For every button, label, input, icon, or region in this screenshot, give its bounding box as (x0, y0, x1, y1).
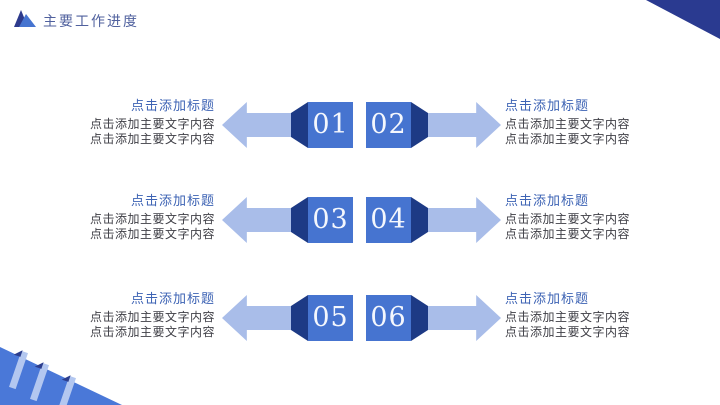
process-row-2: 点击添加标题 点击添加主要文字内容 点击添加主要文字内容 03 04 点击添加标… (0, 194, 720, 243)
right-text-placeholder[interactable]: 点击添加标题 点击添加主要文字内容 点击添加主要文字内容 (505, 292, 685, 340)
placeholder-body-line[interactable]: 点击添加主要文字内容 (89, 310, 215, 324)
left-arrow-shape (222, 295, 291, 341)
placeholder-body-line[interactable]: 点击添加主要文字内容 (89, 212, 215, 226)
right-connector-shape (411, 197, 428, 243)
process-row-3: 点击添加标题 点击添加主要文字内容 点击添加主要文字内容 05 06 点击添加标… (0, 292, 720, 341)
left-connector-shape (291, 197, 308, 243)
placeholder-title[interactable]: 点击添加标题 (130, 99, 215, 114)
right-text-placeholder[interactable]: 点击添加标题 点击添加主要文字内容 点击添加主要文字内容 (505, 194, 685, 242)
left-text-placeholder[interactable]: 点击添加标题 点击添加主要文字内容 点击添加主要文字内容 (35, 292, 215, 340)
placeholder-body-line[interactable]: 点击添加主要文字内容 (505, 212, 631, 226)
placeholder-body-line[interactable]: 点击添加主要文字内容 (89, 227, 215, 241)
placeholder-title[interactable]: 点击添加标题 (130, 292, 215, 307)
right-connector-shape (411, 102, 428, 148)
placeholder-body-line[interactable]: 点击添加主要文字内容 (505, 227, 631, 241)
number-box-05: 05 (308, 295, 353, 341)
left-connector-shape (291, 295, 308, 341)
number-box-06: 06 (366, 295, 411, 341)
right-text-placeholder[interactable]: 点击添加标题 点击添加主要文字内容 点击添加主要文字内容 (505, 99, 685, 147)
mountain-icon (14, 10, 36, 31)
placeholder-body-line[interactable]: 点击添加主要文字内容 (505, 310, 631, 324)
placeholder-title[interactable]: 点击添加标题 (505, 194, 590, 209)
number-box-02: 02 (366, 102, 411, 148)
slide-header: 主要工作进度 (14, 10, 139, 31)
right-arrow-shape (428, 197, 501, 243)
process-row-1: 点击添加标题 点击添加主要文字内容 点击添加主要文字内容 01 02 点击添加标… (0, 99, 720, 148)
placeholder-body-line[interactable]: 点击添加主要文字内容 (505, 325, 631, 339)
slide-title: 主要工作进度 (43, 13, 139, 30)
placeholder-body-line[interactable]: 点击添加主要文字内容 (89, 132, 215, 146)
placeholder-title[interactable]: 点击添加标题 (130, 194, 215, 209)
placeholder-body-line[interactable]: 点击添加主要文字内容 (505, 117, 631, 131)
right-arrow-shape (428, 102, 501, 148)
placeholder-title[interactable]: 点击添加标题 (505, 292, 590, 307)
right-connector-shape (411, 295, 428, 341)
corner-triangle-top-right (646, 0, 720, 39)
left-text-placeholder[interactable]: 点击添加标题 点击添加主要文字内容 点击添加主要文字内容 (35, 194, 215, 242)
left-arrow-shape (222, 102, 291, 148)
left-arrow-shape (222, 197, 291, 243)
number-box-01: 01 (308, 102, 353, 148)
placeholder-body-line[interactable]: 点击添加主要文字内容 (89, 117, 215, 131)
number-box-03: 03 (308, 197, 353, 243)
placeholder-body-line[interactable]: 点击添加主要文字内容 (89, 325, 215, 339)
right-arrow-shape (428, 295, 501, 341)
number-box-04: 04 (366, 197, 411, 243)
left-text-placeholder[interactable]: 点击添加标题 点击添加主要文字内容 点击添加主要文字内容 (35, 99, 215, 147)
left-connector-shape (291, 102, 308, 148)
placeholder-body-line[interactable]: 点击添加主要文字内容 (505, 132, 631, 146)
placeholder-title[interactable]: 点击添加标题 (505, 99, 590, 114)
